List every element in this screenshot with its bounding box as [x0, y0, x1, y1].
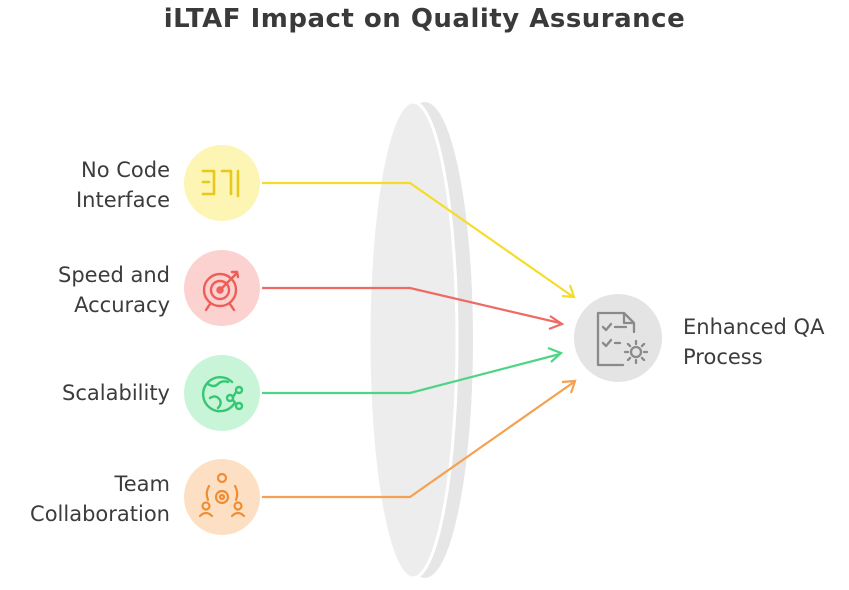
output-node [574, 294, 662, 382]
team-gear-icon [198, 472, 246, 518]
no-code-icon [201, 169, 240, 198]
input-label-speed: Speed and Accuracy [57, 263, 170, 317]
arrow-speed [548, 315, 565, 331]
input-label-no-code: No Code Interface [75, 158, 170, 212]
input-node-team [184, 459, 260, 535]
connector-scalability [262, 352, 561, 395]
checklist-gear-icon [596, 311, 649, 367]
diagram-title: iLTAF Impact on Quality Assurance [163, 4, 686, 34]
connector-speed [262, 286, 561, 325]
connectors [262, 181, 577, 499]
arrow-scalability [547, 346, 564, 363]
connector-team [262, 381, 575, 499]
globe-network-icon [201, 375, 244, 413]
input-label-scalability: Scalability [62, 381, 170, 405]
lens [367, 100, 473, 580]
connector-no-code [262, 181, 573, 297]
input-node-speed [184, 250, 260, 326]
output-label: Enhanced QA Process [683, 315, 825, 369]
arrow-no-code [561, 284, 576, 299]
target-icon [202, 270, 240, 312]
input-label-team: Team Collaboration [30, 472, 170, 526]
input-node-scalability [184, 355, 260, 431]
input-node-no-code [184, 145, 260, 221]
arrow-team [561, 379, 577, 394]
